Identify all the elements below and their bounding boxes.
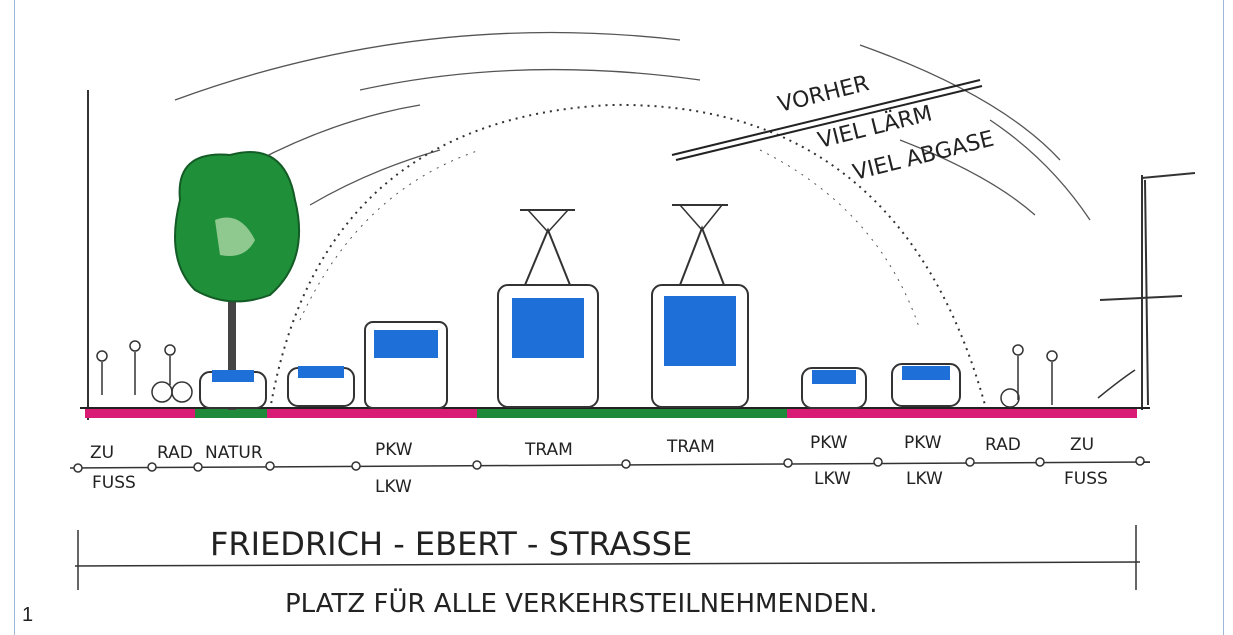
dimension-node bbox=[266, 462, 274, 470]
car bbox=[288, 366, 354, 406]
dimension-node bbox=[622, 460, 630, 468]
segment-label: FUSS bbox=[92, 473, 136, 493]
lane-car bbox=[267, 408, 477, 418]
dimension-node bbox=[1036, 458, 1044, 466]
segment-label: LKW bbox=[814, 469, 851, 489]
segment-label: FUSS bbox=[1064, 469, 1108, 489]
lane-tram bbox=[477, 408, 787, 418]
noise-arc bbox=[175, 33, 680, 101]
segment-label: RAD bbox=[985, 435, 1021, 455]
noise-arc bbox=[360, 70, 700, 90]
segment-label: PKW bbox=[810, 433, 848, 453]
people-left bbox=[97, 341, 192, 402]
lane-car-right bbox=[787, 408, 1137, 418]
noise-arcs bbox=[175, 33, 1090, 221]
street-subtitle: PLATZ FÜR ALLE VERKEHRSTEILNEHMENDEN. bbox=[285, 587, 878, 619]
dimension-node bbox=[74, 464, 82, 472]
segment-label: ZU bbox=[90, 443, 114, 463]
segment-label: LKW bbox=[375, 477, 412, 497]
car bbox=[802, 368, 866, 408]
car bbox=[200, 370, 266, 408]
lane-footpath bbox=[85, 408, 195, 418]
tram bbox=[652, 205, 748, 407]
truck bbox=[365, 322, 447, 408]
tram bbox=[498, 210, 598, 407]
segment-label: LKW bbox=[906, 469, 943, 489]
figure-number: 1 bbox=[22, 604, 33, 627]
dotted-arc bbox=[300, 150, 480, 320]
segment-label: NATUR bbox=[205, 443, 263, 463]
segment-label: PKW bbox=[375, 440, 413, 460]
segment-label: PKW bbox=[904, 433, 942, 453]
street-title: FRIEDRICH - EBERT - STRASSE bbox=[210, 525, 692, 563]
lane-strip bbox=[80, 408, 1150, 418]
segment-label: RAD bbox=[157, 443, 193, 463]
dimension-node bbox=[784, 459, 792, 467]
dimension-node bbox=[874, 458, 882, 466]
segment-label: TRAM bbox=[524, 440, 573, 460]
street-lamp bbox=[1100, 173, 1195, 410]
dimension-node bbox=[148, 463, 156, 471]
dotted-arc bbox=[760, 150, 920, 330]
noise-arc bbox=[990, 120, 1090, 220]
dimension-node bbox=[966, 458, 974, 466]
people-right bbox=[1001, 345, 1135, 407]
dimension-node bbox=[1136, 457, 1144, 465]
segment-label: ZU bbox=[1070, 435, 1094, 455]
car bbox=[892, 364, 960, 406]
dimension-node bbox=[352, 462, 360, 470]
segment-label: TRAM bbox=[666, 437, 715, 457]
dimension-node bbox=[473, 461, 481, 469]
dimension-node bbox=[194, 463, 202, 471]
